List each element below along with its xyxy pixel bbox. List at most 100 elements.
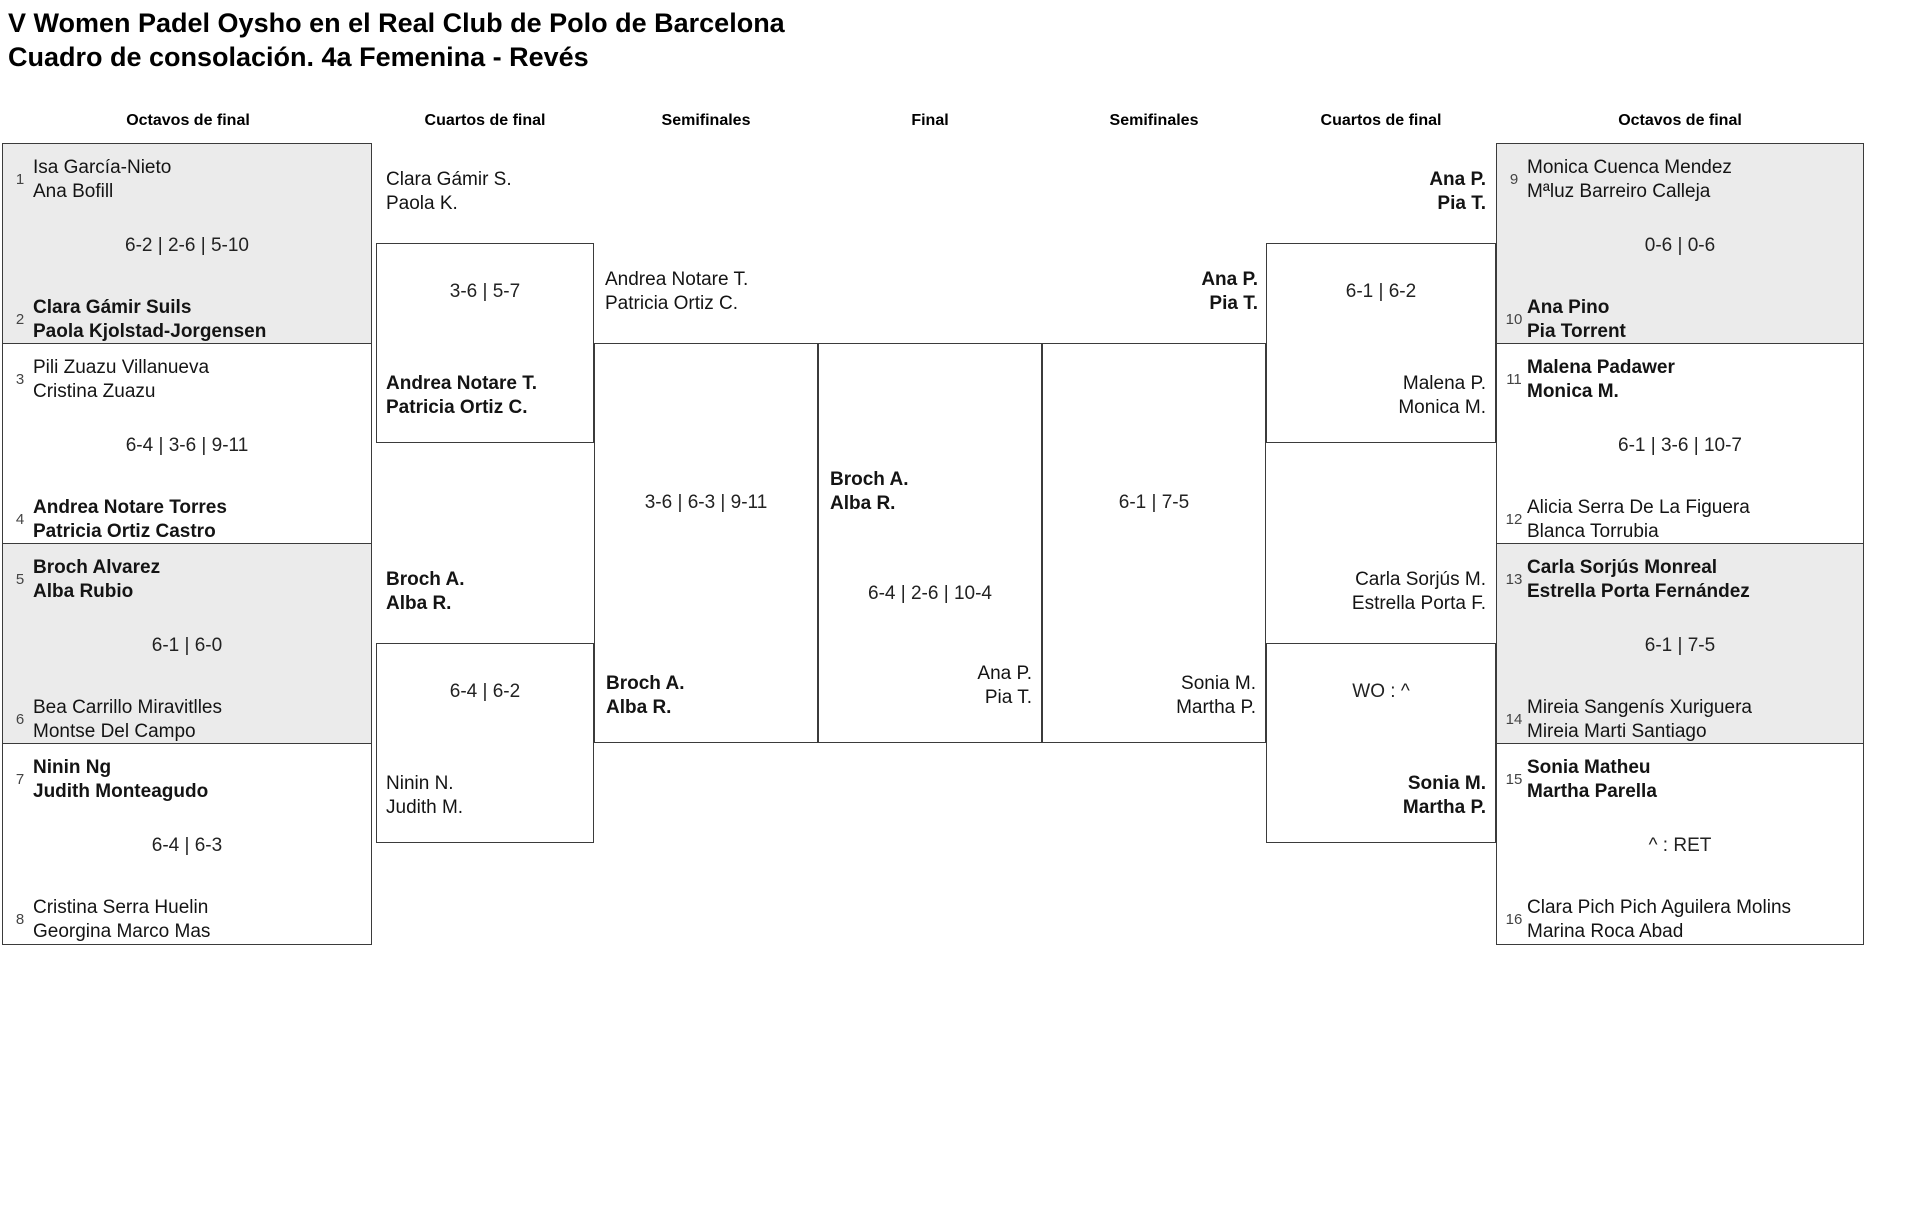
round-header-semis-left: Semifinales: [661, 112, 751, 129]
seed-number: 14: [1505, 711, 1523, 728]
advancing-team: Carla Sorjús M.Estrella Porta F.: [1351, 569, 1486, 614]
round-header-semis-right: Semifinales: [1109, 112, 1199, 129]
advancing-team: Broch A.Alba R.: [386, 569, 465, 614]
advancing-team: Ana P.Pia T.: [1201, 269, 1258, 314]
seed-number: 6: [15, 711, 25, 728]
seed-number: 10: [1505, 311, 1523, 328]
advancing-team: Ninin N.Judith M.: [386, 773, 464, 818]
seed-number: 9: [1509, 171, 1519, 188]
match-score: 6-1 | 3-6 | 10-7: [1618, 435, 1742, 456]
semifinal-left-box: [594, 343, 818, 743]
match-score: 0-6 | 0-6: [1644, 235, 1716, 256]
final-runner-up: Ana P.Pia T.: [977, 663, 1032, 708]
round-header-final: Final: [911, 112, 949, 129]
seed-number: 5: [15, 571, 25, 588]
round-header-cuartos-right: Cuartos de final: [1320, 112, 1442, 129]
quarterfinal-right-2-box: [1266, 643, 1496, 843]
page-title: V Women Padel Oysho en el Real Club de P…: [8, 6, 785, 74]
round-header-cuartos-left: Cuartos de final: [424, 112, 546, 129]
tournament-name: V Women Padel Oysho en el Real Club de P…: [8, 8, 785, 38]
seed-number: 11: [1506, 371, 1522, 388]
advancing-team: Malena P.Monica M.: [1398, 373, 1486, 418]
quarterfinal-left-2-box: [376, 643, 594, 843]
advancing-team: Clara Gámir S.Paola K.: [386, 169, 512, 214]
seed-number: 1: [15, 171, 25, 188]
seed-number: 2: [15, 311, 25, 328]
match-score: 6-4 | 6-3: [151, 835, 223, 856]
advancing-team: Andrea Notare T.Patricia Ortiz C.: [605, 269, 749, 314]
advancing-team: Ana P.Pia T.: [1429, 169, 1486, 214]
advancing-team: Andrea Notare T.Patricia Ortiz C.: [386, 373, 537, 418]
advancing-team: Broch A.Alba R.: [606, 673, 685, 718]
draw-name: Cuadro de consolación. 4a Femenina - Rev…: [8, 42, 589, 72]
round-header-octavos-right: Octavos de final: [1618, 112, 1742, 129]
final-champion: Broch A.Alba R.: [830, 469, 909, 514]
advancing-team: Sonia M.Martha P.: [1176, 673, 1256, 718]
quarterfinal-right-1-box: [1266, 243, 1496, 443]
seed-number: 16: [1505, 911, 1523, 928]
match-score: 3-6 | 5-7: [449, 281, 521, 302]
seed-number: 7: [15, 771, 25, 788]
seed-number: 12: [1505, 511, 1523, 528]
seed-number: 13: [1505, 571, 1523, 588]
match-score: 6-1 | 7-5: [1644, 635, 1716, 656]
round-header-octavos-left: Octavos de final: [126, 112, 250, 129]
final-score: 6-4 | 2-6 | 10-4: [868, 583, 992, 604]
match-score: 6-1 | 6-2: [1345, 281, 1417, 302]
match-score: 6-1 | 6-0: [151, 635, 223, 656]
match-score: 6-2 | 2-6 | 5-10: [125, 235, 249, 256]
semifinal-right-box: [1042, 343, 1266, 743]
seed-number: 8: [15, 911, 25, 928]
seed-number: 4: [15, 511, 25, 528]
match-score: 3-6 | 6-3 | 9-11: [644, 492, 768, 513]
final-box: [818, 343, 1042, 743]
seed-number: 15: [1505, 771, 1523, 788]
match-score: WO : ^: [1352, 681, 1410, 702]
match-score: 6-4 | 3-6 | 9-11: [125, 435, 249, 456]
quarterfinal-left-1-box: [376, 243, 594, 443]
match-score: ^ : RET: [1648, 835, 1712, 856]
